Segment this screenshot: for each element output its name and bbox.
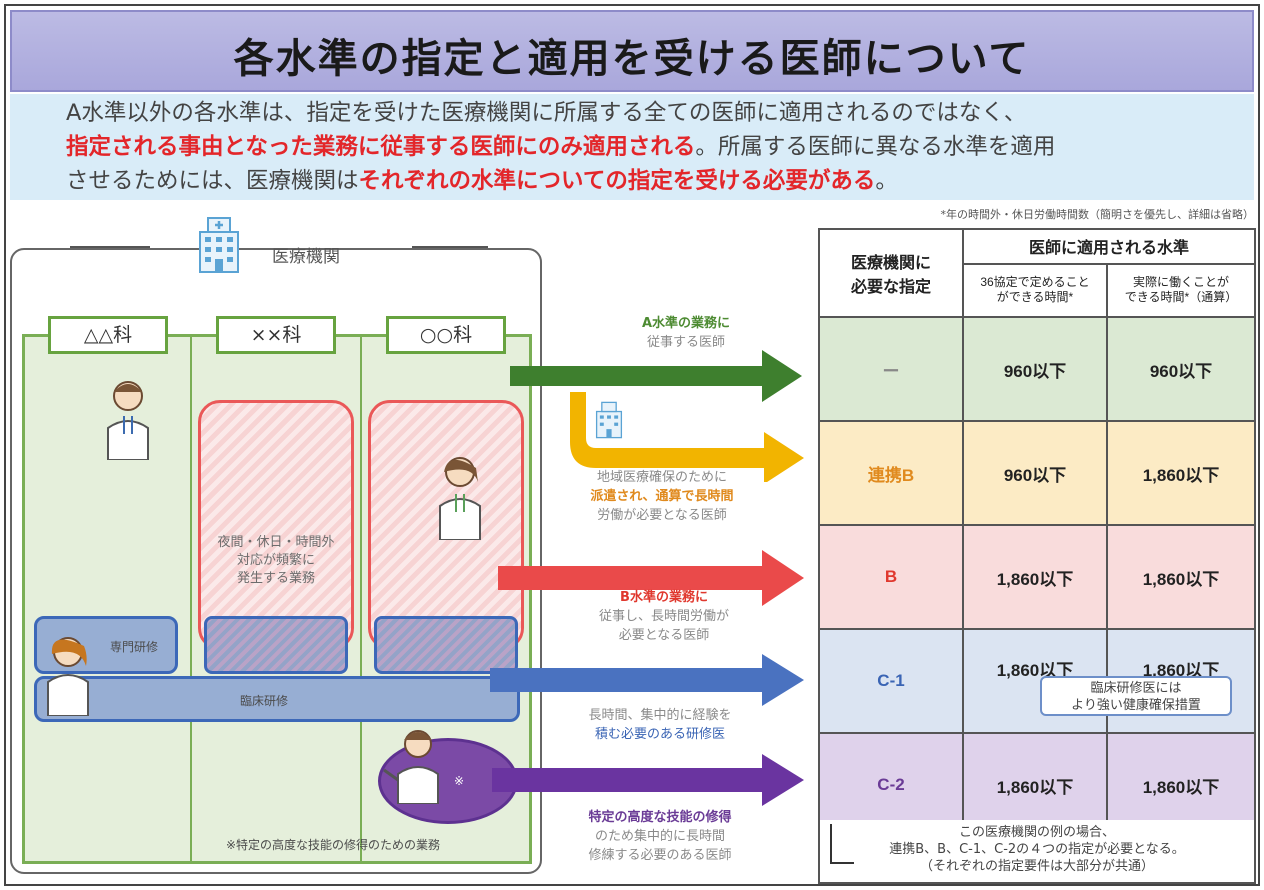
specialist-training-overlap xyxy=(204,616,348,674)
department-separator xyxy=(190,334,192,864)
arrow-c2-text: 特定の高度な技能の修得 のため集中的に長時間 修練する必要のある医師 xyxy=(548,808,772,865)
arrow-text-line: 長時間、集中的に経験を xyxy=(588,708,732,723)
arrow-a-text: A水準の業務に 従事する医師 xyxy=(566,314,806,352)
night-duty-line: 夜間・休日・時間外 xyxy=(217,535,335,550)
intro-text: A水準以外の各水準は、指定を受けた医療機関に所属する全ての医師に適用されるのでは… xyxy=(66,96,1055,198)
doctor-icon xyxy=(107,381,149,460)
arrow-text-line: 労働が必要となる医師 xyxy=(597,508,727,523)
advanced-skill-note: ※特定の高度な技能の修得のための業務 xyxy=(226,838,441,852)
row-label: C-1 xyxy=(818,628,964,734)
night-duty-line: 対応が頻繁に xyxy=(236,553,315,568)
levels-table: 医療機関に 必要な指定 医師に適用される水準 36協定で定めること ができる時間… xyxy=(818,228,1256,838)
night-duty-zone xyxy=(198,400,354,650)
intro-line-1: A水準以外の各水準は、指定を受けた医療機関に所属する全ての医師に適用されるのでは… xyxy=(66,100,1027,126)
header-levels: 医師に適用される水準 xyxy=(962,228,1256,265)
arrow-a-level xyxy=(510,350,802,402)
arrow-text-line: 修練する必要のある医師 xyxy=(588,848,732,863)
title-bar: 各水準の指定と適用を受ける医師について xyxy=(10,10,1254,92)
arrow-renkei-b-text: 地域医療確保のために 派遣され、通算で長時間 労働が必要となる医師 xyxy=(554,468,770,525)
footnote: *年の時間外・休日労働時間数（簡明さを優先し、詳細は省略） xyxy=(940,208,1255,221)
row-label: B xyxy=(818,524,964,630)
arrow-text-line: A水準の業務に xyxy=(641,316,731,331)
institution-line-right xyxy=(412,246,488,248)
hospital-icon xyxy=(595,401,623,439)
specialist-training-box xyxy=(34,616,178,674)
row-value-36: 1,860以下 xyxy=(962,524,1108,630)
row-label: ー xyxy=(818,316,964,422)
arrow-c2-level xyxy=(492,754,804,806)
arrow-text-line: 特定の高度な技能の修得 xyxy=(588,810,732,825)
doctor-icon xyxy=(383,730,439,804)
specialist-training-label: 専門研修 xyxy=(110,640,159,654)
row-value-actual: 1,860以下 xyxy=(1106,524,1256,630)
header-designation: 医療機関に 必要な指定 xyxy=(818,228,964,318)
header-36-agreement: 36協定で定めること ができる時間* xyxy=(962,262,1108,319)
intro-line-2: 指定される事由となった業務に従事する医師にのみ適用される。所属する医師に異なる水… xyxy=(66,130,1055,164)
row-value-36: 960以下 xyxy=(962,316,1108,422)
arrow-c1-level xyxy=(490,654,804,706)
outer-frame xyxy=(4,4,1260,886)
row-value-36: 960以下 xyxy=(962,420,1108,526)
note-pointer xyxy=(830,824,854,864)
specialist-training-overlap xyxy=(374,616,518,674)
intro-line-3: させるためには、医療機関はそれぞれの水準についての指定を受ける必要がある。 xyxy=(66,164,1055,198)
arrow-c1-text: 長時間、集中的に経験を 積む必要のある研修医 xyxy=(548,706,772,744)
page-title: 各水準の指定と適用を受ける医師について xyxy=(233,36,1031,82)
department-label: ○○科 xyxy=(386,316,506,354)
arrow-b-level xyxy=(498,550,804,606)
arrow-text-line: のため集中的に長時間 xyxy=(594,829,725,844)
intro-line-3-post: 。 xyxy=(875,168,898,194)
row-label: 連携B xyxy=(818,420,964,526)
intro-line-2-rest: 。所属する医師に異なる水準を適用 xyxy=(695,134,1056,160)
clinical-training-box xyxy=(34,676,520,722)
arrow-text-line: 従事し、長時間労働が xyxy=(598,609,729,624)
table-row: B 1,860以下 1,860以下 xyxy=(818,524,1256,630)
c1-health-note: 臨床研修医には より強い健康確保措置 xyxy=(1040,676,1232,716)
designation-summary-note: この医療機関の例の場合、 連携B、B、C-1、C-2の４つの指定が必要となる。 … xyxy=(818,820,1256,884)
institution-label: 医療機関 xyxy=(272,247,340,267)
arrow-text-line: 地域医療確保のために xyxy=(596,470,727,485)
row-value-actual: 960以下 xyxy=(1106,316,1256,422)
intro-highlight-2: それぞれの水準についての指定を受ける必要がある xyxy=(358,168,876,194)
arrow-text-line: 積む必要のある研修医 xyxy=(594,727,725,742)
night-duty-text: 夜間・休日・時間外 対応が頻繁に 発生する業務 xyxy=(206,534,346,588)
doctor-icon xyxy=(47,637,89,716)
department-label: △△科 xyxy=(48,316,168,354)
arrow-text-line: 必要となる医師 xyxy=(618,628,710,643)
table-row: ー 960以下 960以下 xyxy=(818,316,1256,422)
department-separator xyxy=(360,334,362,864)
advanced-skill-mark: ※ xyxy=(454,774,465,788)
table-row: 連携B 960以下 1,860以下 xyxy=(818,420,1256,526)
header-actual-hours: 実際に働くことが できる時間*（通算） xyxy=(1106,262,1256,319)
clinical-training-label: 臨床研修 xyxy=(240,694,289,708)
arrow-b-text: B水準の業務に 従事し、長時間労働が 必要となる医師 xyxy=(556,588,772,645)
night-duty-line: 発生する業務 xyxy=(236,571,315,586)
arrow-text-line: 派遣され、通算で長時間 xyxy=(590,489,734,504)
institution-line-left xyxy=(70,246,150,248)
hospital-icon xyxy=(199,217,239,273)
intro-line-3-pre: させるためには、医療機関は xyxy=(66,168,359,194)
doctor-icon xyxy=(439,457,481,540)
arrow-text-line: 従事する医師 xyxy=(646,335,725,350)
row-value-actual: 1,860以下 xyxy=(1106,420,1256,526)
intro-band: A水準以外の各水準は、指定を受けた医療機関に所属する全ての医師に適用されるのでは… xyxy=(10,94,1254,200)
arrow-renkei-b xyxy=(570,392,804,482)
department-label: ××科 xyxy=(216,316,336,354)
intro-highlight-1: 指定される事由となった業務に従事する医師にのみ適用される xyxy=(66,134,696,160)
arrow-text-line: B水準の業務に xyxy=(620,590,708,605)
